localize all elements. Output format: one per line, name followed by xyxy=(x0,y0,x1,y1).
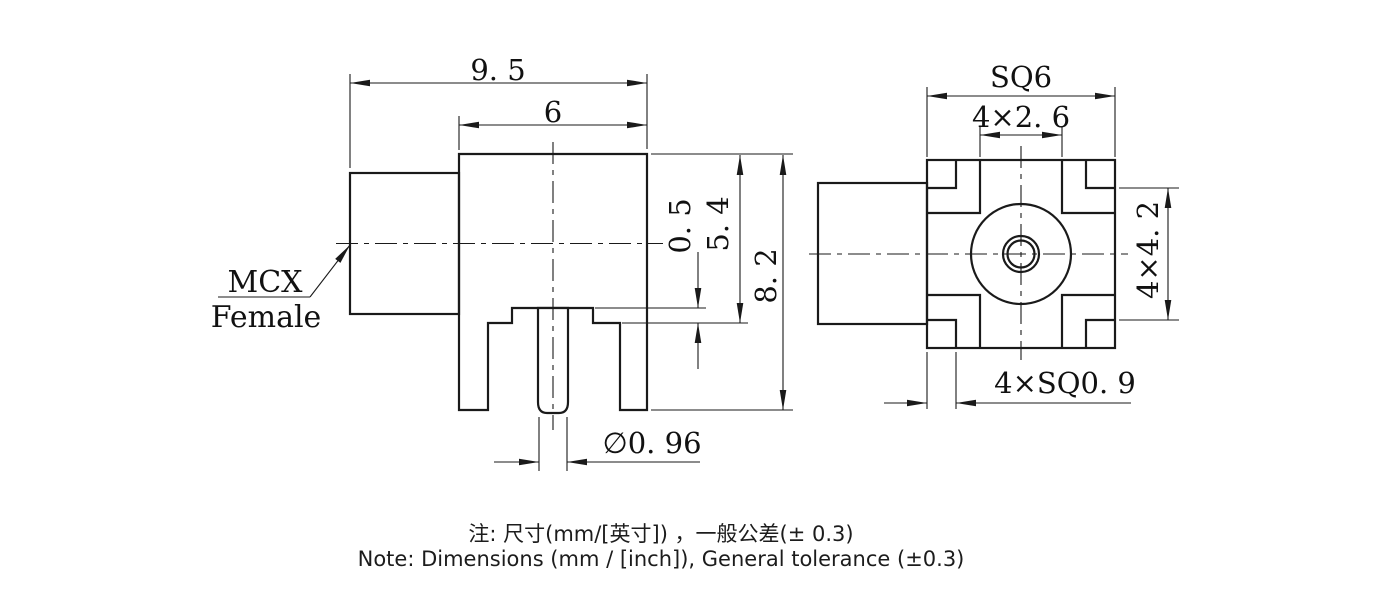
dim-square-size-text: SQ6 xyxy=(990,60,1052,94)
corner-block-top-left xyxy=(927,160,982,215)
front-view-centerlines xyxy=(809,146,1128,360)
leader-arrow xyxy=(309,244,351,298)
dim-body-height-text: 5. 4 xyxy=(701,196,735,251)
side-view-part-outline xyxy=(348,152,649,415)
corner-block-top-right xyxy=(1060,160,1115,215)
drawing-notes: 注: 尺寸(mm/[英寸]) ，一般公差(± 0.3) Note: Dimens… xyxy=(358,522,965,571)
dim-body-height: 5. 4 xyxy=(701,155,744,323)
corner-leg-bottom-left xyxy=(927,318,958,348)
front-view: SQ6 4×2. 6 4×4. 2 4×SQ0. 9 xyxy=(809,60,1179,409)
dim-pin-diameter: ∅0. 96 xyxy=(494,417,702,471)
side-view: 9. 5 6 0. 5 5. 4 8. 2 xyxy=(211,53,793,471)
dim-overall-height: 8. 2 xyxy=(749,155,787,410)
dim-overall-height-text: 8. 2 xyxy=(749,248,783,303)
dim-step-height: 0. 5 xyxy=(663,198,702,369)
front-view-barrel-tab xyxy=(816,181,929,326)
dim-overall-width: 9. 5 xyxy=(349,53,648,168)
dim-leg-square-size: 4×SQ0. 9 xyxy=(884,352,1136,409)
part-label-line1: MCX xyxy=(227,265,303,300)
corner-leg-top-left xyxy=(927,160,958,190)
dim-body-width: 6 xyxy=(458,95,647,150)
corner-leg-bottom-right xyxy=(1084,318,1115,348)
dim-square-size: SQ6 xyxy=(926,60,1116,157)
dim-leg-inner-span: 4×4. 2 xyxy=(1119,187,1179,321)
dim-step-height-text: 0. 5 xyxy=(663,198,697,253)
side-view-body xyxy=(457,152,649,412)
side-view-center-pin xyxy=(536,306,570,415)
side-view-extension-lines xyxy=(595,153,793,411)
corner-block-bottom-left xyxy=(927,293,982,348)
dim-center-boss-width: 4×2. 6 xyxy=(972,100,1070,157)
dim-leg-square-size-text: 4×SQ0. 9 xyxy=(994,366,1136,400)
note-line-en: Note: Dimensions (mm / [inch]), General … xyxy=(358,547,965,571)
part-label-line2: Female xyxy=(211,300,322,335)
side-view-centerlines xyxy=(336,142,663,430)
dim-overall-width-text: 9. 5 xyxy=(470,53,525,87)
corner-leg-top-right xyxy=(1084,160,1115,190)
corner-block-bottom-right xyxy=(1060,293,1115,348)
part-label: MCX Female xyxy=(211,244,351,335)
note-line-zh: 注: 尺寸(mm/[英寸]) ，一般公差(± 0.3) xyxy=(468,522,853,546)
dim-pin-diameter-text: ∅0. 96 xyxy=(602,426,701,460)
dim-body-width-text: 6 xyxy=(544,95,562,129)
dim-leg-inner-span-text: 4×4. 2 xyxy=(1131,201,1165,299)
dim-center-boss-width-text: 4×2. 6 xyxy=(972,100,1070,134)
